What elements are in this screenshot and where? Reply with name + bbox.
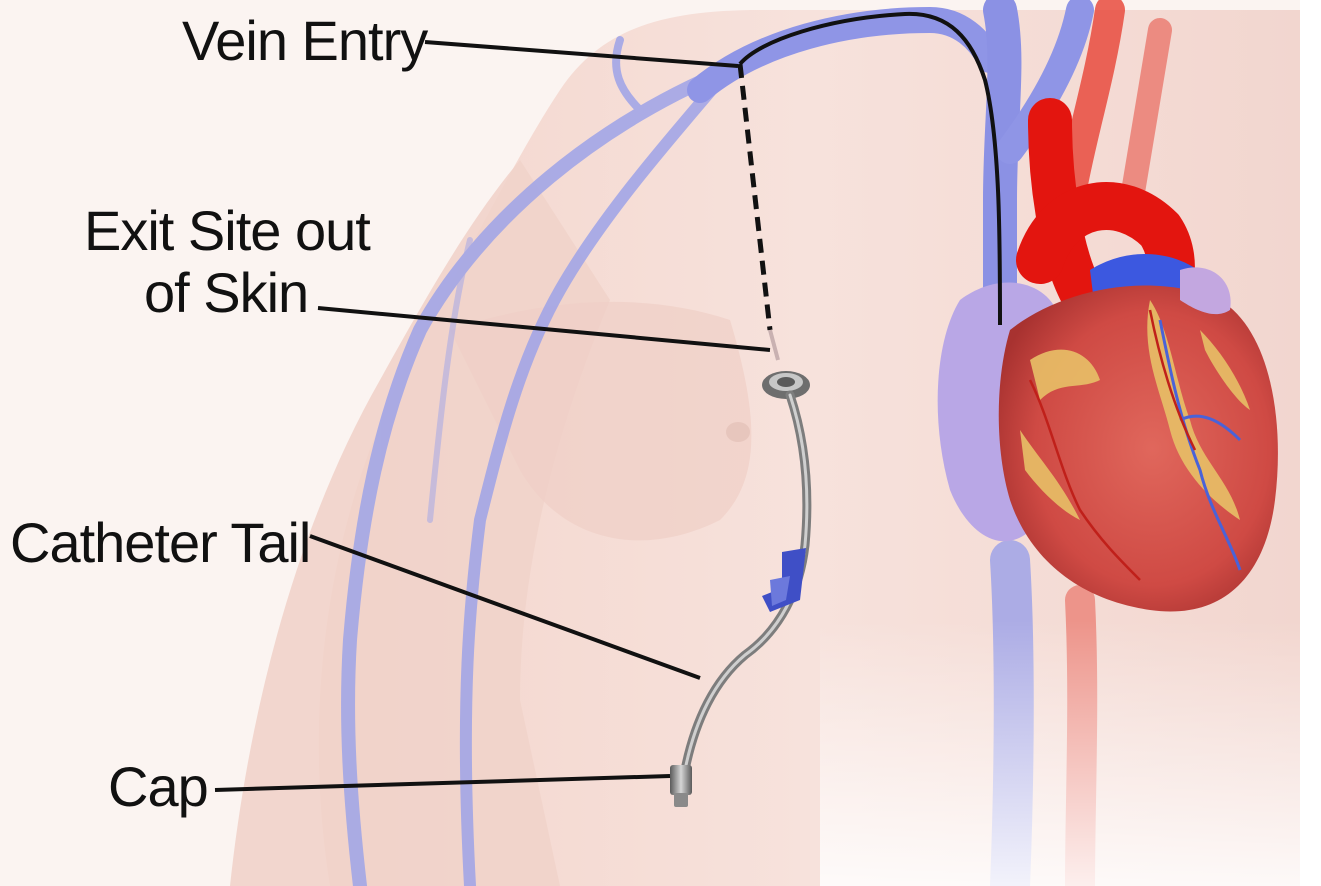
label-catheter-tail: Catheter Tail xyxy=(10,512,310,574)
label-cap: Cap xyxy=(108,756,208,818)
label-exit-site-line1: Exit Site out xyxy=(84,200,370,262)
label-exit-site-line2: of Skin xyxy=(84,262,370,324)
label-vein-entry: Vein Entry xyxy=(182,10,427,72)
label-exit-site: Exit Site out of Skin xyxy=(84,200,370,324)
bottom-fade xyxy=(820,620,1320,886)
nipple-mark xyxy=(726,422,750,442)
